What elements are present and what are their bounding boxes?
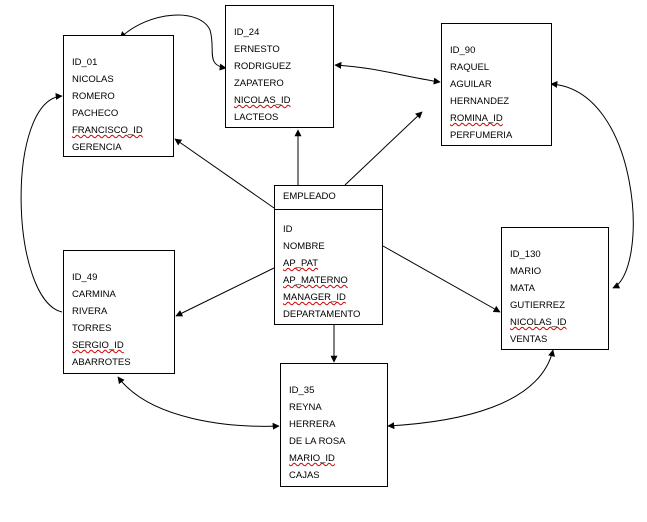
record-id130: ID_130 MARIO MATA GUTIERREZ NICOLAS_ID V… — [501, 227, 609, 350]
record-id24-line-2: ERNESTO — [234, 44, 280, 55]
entity-empleado-header: EMPLEADO — [283, 191, 336, 202]
record-id24-line-5: NICOLAS_ID — [234, 95, 291, 106]
record-id24-line-3: RODRIGUEZ — [234, 61, 291, 72]
arrow-to-id130 — [382, 245, 501, 313]
record-id90-line-3: AGUILAR — [450, 79, 492, 90]
record-id01-line-2: NICOLAS — [72, 74, 114, 85]
entity-empleado: EMPLEADO ID NOMBRE AP_PAT AP_MATERNO MAN… — [274, 185, 383, 325]
record-id35-line-6: CAJAS — [289, 470, 320, 481]
record-id49-line-5: SERGIO_ID — [72, 340, 124, 351]
record-id01: ID_01 NICOLAS ROMERO PACHECO FRANCISCO_I… — [63, 35, 174, 157]
entity-empleado-field-2: NOMBRE — [283, 241, 325, 252]
record-id35-line-4: DE LA ROSA — [289, 436, 346, 447]
record-id90-line-5: ROMINA_ID — [450, 113, 503, 124]
record-id49-line-4: TORRES — [72, 323, 112, 334]
record-id49-line-6: ABARROTES — [72, 357, 131, 368]
record-id24-line-1: ID_24 — [234, 27, 260, 38]
record-id130-line-5: NICOLAS_ID — [510, 317, 567, 328]
record-id35-line-2: REYNA — [289, 402, 322, 413]
record-id49-line-2: CARMINA — [72, 289, 116, 300]
record-id24-line-6: LACTEOS — [234, 112, 279, 123]
record-id130-line-3: MATA — [510, 283, 535, 294]
record-id130-line-6: VENTAS — [510, 334, 548, 345]
entity-empleado-field-3: AP_PAT — [283, 258, 319, 269]
curve-id35-id130 — [387, 349, 555, 430]
record-id49-line-1: ID_49 — [72, 272, 98, 283]
record-id49: ID_49 CARMINA RIVERA TORRES SERGIO_ID AB… — [63, 250, 175, 374]
record-id01-line-3: ROMERO — [72, 91, 115, 102]
record-id01-line-1: ID_01 — [72, 57, 98, 68]
record-id130-line-4: GUTIERREZ — [510, 300, 565, 311]
curve-id01-id49 — [20, 92, 63, 313]
record-id90-line-6: PERFUMERIA — [450, 130, 513, 141]
record-id01-line-4: PACHECO — [72, 108, 119, 119]
record-id90-line-4: HERNANDEZ — [450, 96, 510, 107]
entity-empleado-field-4: AP_MATERNO — [283, 275, 348, 286]
curve-id24-id90 — [334, 61, 441, 85]
record-id24: ID_24 ERNESTO RODRIGUEZ ZAPATERO NICOLAS… — [225, 5, 334, 128]
arrow-to-id01 — [174, 138, 275, 209]
record-id90-line-2: RAQUEL — [450, 62, 490, 73]
record-id35-line-1: ID_35 — [289, 385, 315, 396]
record-id35: ID_35 REYNA HERRERA DE LA ROSA MARIO_ID … — [280, 363, 388, 487]
arrow-to-id49 — [175, 267, 275, 317]
entity-empleado-divider — [275, 209, 382, 210]
arrow-to-id90 — [344, 111, 423, 186]
curve-id49-id35 — [117, 376, 280, 430]
entity-empleado-field-1: ID — [283, 224, 293, 235]
record-id130-line-1: ID_130 — [510, 249, 541, 260]
record-id24-line-4: ZAPATERO — [234, 78, 284, 89]
record-id01-line-6: GERENCIA — [72, 142, 122, 153]
record-id90: ID_90 RAQUEL AGUILAR HERNANDEZ ROMINA_ID… — [441, 23, 552, 146]
record-id49-line-3: RIVERA — [72, 306, 108, 317]
record-id01-line-5: FRANCISCO_ID — [72, 125, 143, 136]
entity-empleado-field-6: DEPARTAMENTO — [283, 309, 361, 320]
record-id130-line-2: MARIO — [510, 266, 542, 277]
record-id35-line-5: MARIO_ID — [289, 453, 335, 464]
entity-empleado-field-5: MANAGER_ID — [283, 292, 346, 303]
record-id90-line-1: ID_90 — [450, 45, 476, 56]
record-id35-line-3: HERRERA — [289, 419, 336, 430]
curve-id01-id24 — [119, 14, 227, 71]
curve-id90-id130 — [550, 80, 634, 289]
